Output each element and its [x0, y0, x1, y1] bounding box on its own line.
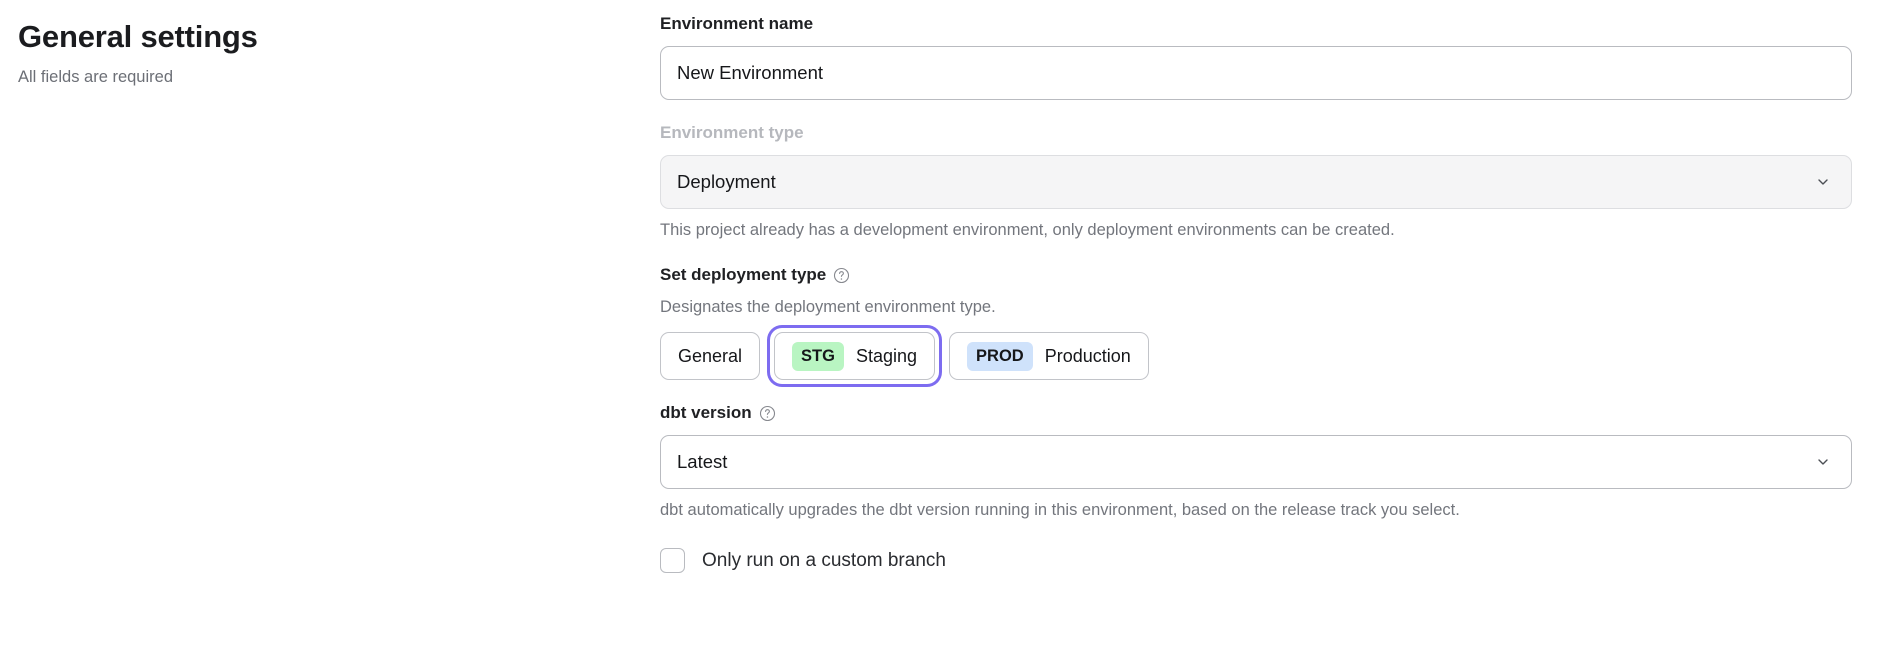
deployment-type-description: Designates the deployment environment ty… — [660, 297, 996, 316]
deployment-option-staging[interactable]: STG Staging — [774, 332, 936, 380]
dbt-version-label: dbt version — [660, 403, 752, 422]
help-circle-icon[interactable] — [759, 405, 776, 422]
chevron-down-icon — [1815, 454, 1831, 470]
production-badge: PROD — [967, 341, 1033, 371]
environment-name-label: Environment name — [660, 14, 814, 33]
chevron-down-icon — [1815, 174, 1831, 190]
staging-badge: STG — [792, 341, 844, 371]
settings-form-column: Environment name New Environment Environ… — [660, 0, 1888, 660]
environment-type-helper-text: This project already has a development e… — [660, 220, 1395, 239]
settings-header-column: General settings All fields are required — [0, 0, 660, 660]
custom-branch-label: Only run on a custom branch — [702, 550, 946, 572]
spacer — [660, 242, 1852, 264]
deployment-option-general-wrap: General — [660, 332, 761, 380]
deployment-option-staging-label: Staging — [855, 346, 918, 366]
page-title: General settings — [18, 19, 258, 54]
deployment-type-options: General STG Staging PROD Production — [660, 332, 1852, 380]
dbt-version-select[interactable]: Latest — [660, 434, 1852, 489]
deployment-type-field-group: Set deployment type Designates the deplo… — [660, 264, 1852, 380]
deployment-option-production[interactable]: PROD Production — [949, 332, 1149, 380]
environment-name-value: New Environment — [677, 61, 824, 83]
deployment-type-label-row: Set deployment type — [660, 264, 1852, 287]
custom-branch-checkbox[interactable] — [660, 548, 685, 574]
environment-type-field-group: Environment type Deployment This project… — [660, 122, 1852, 242]
dbt-version-field-group: dbt version Latest dbt automatica — [660, 402, 1852, 522]
spacer — [660, 100, 1852, 122]
environment-name-field-group: Environment name New Environment — [660, 13, 1852, 100]
deployment-option-staging-wrap: STG Staging — [770, 328, 939, 384]
environment-type-select[interactable]: Deployment — [660, 154, 1852, 209]
deployment-option-production-wrap: PROD Production — [949, 332, 1149, 380]
deployment-type-label: Set deployment type — [660, 264, 827, 284]
environment-type-value: Deployment — [677, 170, 776, 192]
dbt-version-label-row: dbt version — [660, 402, 1852, 425]
deployment-option-general-label: General — [678, 346, 743, 366]
page-subtitle: All fields are required — [18, 67, 173, 86]
deployment-option-production-label: Production — [1044, 346, 1131, 366]
custom-branch-row: Only run on a custom branch — [660, 548, 1852, 574]
dbt-version-value: Latest — [677, 450, 728, 472]
help-circle-icon[interactable] — [833, 267, 850, 284]
dbt-version-helper-text: dbt automatically upgrades the dbt versi… — [660, 500, 1460, 519]
environment-type-label: Environment type — [660, 122, 804, 142]
environment-name-input[interactable]: New Environment — [660, 45, 1852, 100]
deployment-option-general[interactable]: General — [660, 332, 761, 380]
